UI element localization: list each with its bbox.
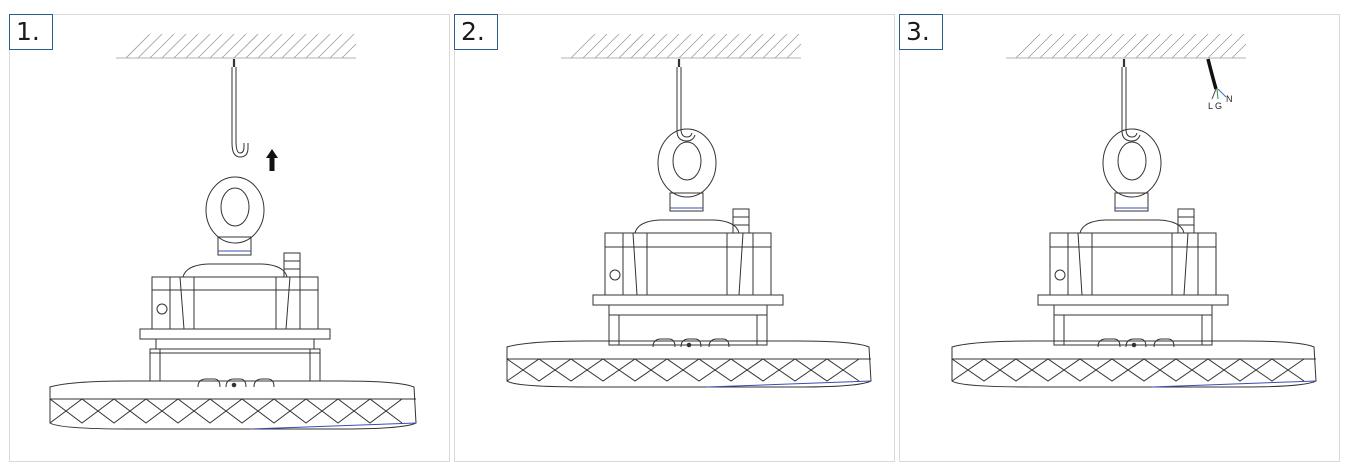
step-number: 2. (454, 14, 498, 50)
hanging-hook (676, 59, 696, 142)
wire-label-neutral: N (1226, 94, 1233, 104)
step-number: 1. (9, 14, 53, 50)
high-bay-lamp (506, 128, 872, 388)
driver-housing (1037, 208, 1229, 316)
ceiling-hatch (561, 33, 802, 59)
power-cable (1206, 58, 1227, 100)
driver-housing (592, 208, 784, 316)
ceiling-hatch (116, 33, 357, 59)
wire-label-live: L (1208, 101, 1213, 111)
step-illustration (49, 33, 417, 430)
step-panel-2: 2. (454, 14, 895, 462)
high-bay-lamp (49, 176, 417, 430)
up-arrow-icon (266, 149, 278, 171)
heatsink-ring (951, 338, 1317, 388)
eye-bolt (205, 176, 265, 256)
heatsink-ring (49, 378, 417, 430)
eye-bolt (657, 128, 717, 212)
heatsink-ring (506, 338, 872, 388)
ceiling-hatch (1006, 33, 1247, 59)
hanging-hook (1121, 59, 1141, 142)
step-panel-3: 3. L G N (899, 14, 1340, 462)
step-illustration: L G N (951, 33, 1317, 388)
wire-label-ground: G (1215, 101, 1222, 111)
high-bay-lamp (951, 128, 1317, 388)
step-panel-1: 1. (9, 14, 450, 462)
lamp-neck (149, 348, 321, 382)
driver-housing (139, 252, 331, 350)
hanging-hook (231, 59, 249, 158)
eye-bolt (1102, 128, 1162, 212)
step-number: 3. (899, 14, 943, 50)
step-illustration (506, 33, 872, 388)
